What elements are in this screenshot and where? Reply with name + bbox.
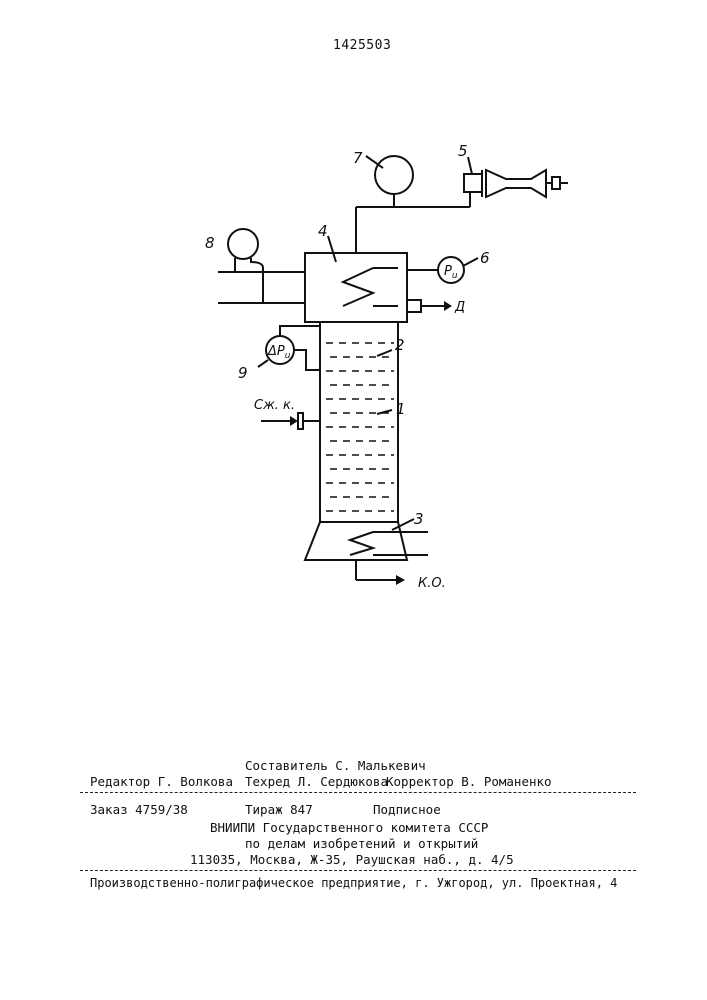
reboiler-coil [350, 532, 373, 555]
subscription-line: Подписное [373, 802, 441, 817]
org-line-3: 113035, Москва, Ж-35, Раушская наб., д. … [190, 852, 514, 867]
label-reboiler: 3 [414, 510, 424, 528]
divider-2 [80, 870, 636, 871]
techred-line: Техред Л. Сердюкова [245, 774, 388, 789]
org-line-2: по делам изобретений и открытий [245, 836, 478, 851]
condenser-coil [343, 268, 373, 306]
circulation-line: Тираж 847 [245, 802, 313, 817]
compressor-inlet [464, 174, 482, 192]
label-compressor: 5 [458, 142, 468, 160]
label-dp-gauge: 9 [238, 364, 248, 382]
org-line-1: ВНИИПИ Государственного комитета СССР [210, 820, 488, 835]
label-liquid: 2 [395, 336, 405, 354]
divider-1 [80, 792, 636, 793]
distillate-arrow [444, 301, 452, 311]
printer-line: Производственно-полиграфическое предприя… [90, 876, 617, 890]
editor-line: Редактор Г. Волкова [90, 774, 233, 789]
flow-feed: Сж. к. [254, 398, 295, 413]
label-p-gauge: 6 [480, 249, 490, 267]
bottoms-arrow [396, 575, 405, 585]
label-column: 1 [396, 400, 406, 418]
liquid-level [326, 343, 394, 511]
gauge-8 [228, 229, 258, 259]
corrector-line: Корректор В. Романенко [386, 774, 552, 789]
feed-arrow [290, 416, 298, 426]
p-gauge-text: Pu [444, 264, 458, 281]
label-gauge7: 7 [353, 149, 363, 167]
order-line: Заказ 4759/38 [90, 802, 188, 817]
label-gauge8: 8 [205, 234, 215, 252]
label-condenser: 4 [318, 222, 328, 240]
flow-distillate: Д [454, 300, 465, 315]
compressor-turbine [486, 170, 546, 197]
gauge-7 [375, 156, 413, 194]
compiler-line: Составитель С. Малькевич [245, 758, 426, 773]
flow-bottoms: К.О. [418, 576, 446, 591]
dp-gauge-text: ΔPu [267, 344, 291, 361]
